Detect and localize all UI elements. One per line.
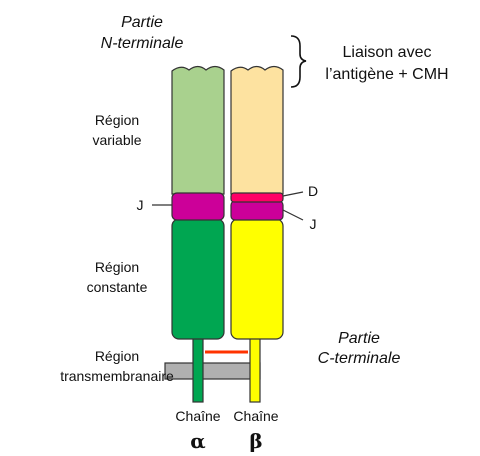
d-right-leader <box>282 191 304 197</box>
binding-brace <box>290 35 307 88</box>
constant-region-label-line2: constante <box>87 279 148 295</box>
beta-chain-label: Chaîne <box>233 408 278 424</box>
transmembrane-label-line2: transmembranaire <box>60 368 174 384</box>
alpha-symbol: α <box>190 429 205 453</box>
alpha-j-segment <box>171 192 225 221</box>
variable-region-label-line2: variable <box>92 132 141 148</box>
alpha-constant-region <box>171 218 225 340</box>
j-right-label: J <box>310 216 317 232</box>
alpha-chain-label: Chaîne <box>175 408 220 424</box>
beta-variable-region <box>230 65 284 195</box>
beta-constant-region <box>230 218 284 340</box>
variable-region-label-line1: Région <box>95 112 139 128</box>
alpha-transmembrane-tail <box>192 329 204 403</box>
alpha-variable-region <box>171 65 225 195</box>
n-terminal-label-line2: N-terminale <box>101 35 184 52</box>
beta-j-segment <box>230 200 284 221</box>
beta-d-segment <box>230 192 284 203</box>
binding-label-line1: Liaison avec <box>343 44 432 61</box>
d-right-label: D <box>308 183 318 199</box>
j-right-leader <box>282 209 304 221</box>
beta-symbol: β <box>249 429 262 453</box>
n-terminal-label-line1: Partie <box>121 14 163 31</box>
binding-label-line2: l’antigène + CMH <box>325 66 448 83</box>
cell-membrane <box>164 362 261 380</box>
beta-transmembrane-tail <box>249 329 261 403</box>
j-left-label: J <box>137 197 144 213</box>
c-terminal-label-line1: Partie <box>338 330 380 347</box>
constant-region-label-line1: Région <box>95 259 139 275</box>
transmembrane-label-line1: Région <box>95 348 139 364</box>
c-terminal-label-line2: C-terminale <box>318 350 401 367</box>
